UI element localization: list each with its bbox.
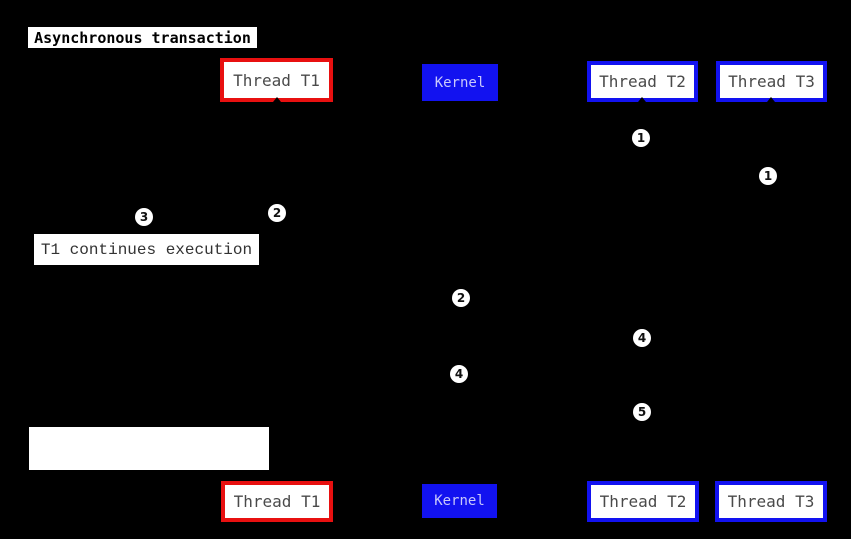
participant-label-kernel-bottom: Kernel <box>434 493 485 509</box>
lifeline-stub-thread-t3 <box>767 97 775 102</box>
step-marker-2-thread-t1: 2 <box>268 204 286 222</box>
lifeline-arrowhead-thread-t2 <box>638 477 646 483</box>
participant-label-thread-t1-bottom: Thread T1 <box>233 492 321 511</box>
participant-box-thread-t1-bottom: Thread T1 <box>221 481 333 522</box>
participant-box-thread-t3-bottom: Thread T3 <box>715 481 827 522</box>
lifeline-stub-thread-t2 <box>638 97 646 102</box>
lifeline-thread-t2 <box>642 102 643 481</box>
lifeline-stub-thread-t1 <box>273 97 281 102</box>
note-t1-continues-execution: T1 continues execution <box>34 234 259 265</box>
note-empty <box>29 427 269 470</box>
participant-box-thread-t3-top: Thread T3 <box>716 61 827 102</box>
participant-label-thread-t1: Thread T1 <box>233 70 320 90</box>
participant-label-thread-t3: Thread T3 <box>728 72 815 91</box>
participant-label-thread-t2-bottom: Thread T2 <box>599 492 687 511</box>
step-marker-1-thread-t3: 1 <box>759 167 777 185</box>
participant-box-thread-t2-top: Thread T2 <box>587 61 698 102</box>
step-marker-4-thread-t2: 4 <box>633 329 651 347</box>
participant-box-thread-t1-top: Thread T1 <box>220 58 333 102</box>
participant-box-kernel-top: Kernel <box>422 64 498 101</box>
step-marker-3: 3 <box>135 208 153 226</box>
lifeline-thread-t3 <box>771 102 772 481</box>
step-marker-5-thread-t2: 5 <box>633 403 651 421</box>
lifeline-arrowhead-thread-t3 <box>767 477 775 483</box>
lifeline-arrowhead-thread-t1 <box>273 477 281 483</box>
participant-label-thread-t3-bottom: Thread T3 <box>727 492 815 511</box>
lifeline-thread-t1 <box>276 102 277 481</box>
participant-label-thread-t2: Thread T2 <box>599 72 686 91</box>
participant-box-thread-t2-bottom: Thread T2 <box>587 481 699 522</box>
step-marker-1-thread-t2: 1 <box>632 129 650 147</box>
step-marker-2-kernel: 2 <box>452 289 470 307</box>
participant-box-kernel-bottom: Kernel <box>422 484 497 518</box>
diagram-title: Asynchronous transaction <box>28 27 257 48</box>
participant-label-kernel: Kernel <box>434 74 486 91</box>
step-marker-4-kernel: 4 <box>450 365 468 383</box>
